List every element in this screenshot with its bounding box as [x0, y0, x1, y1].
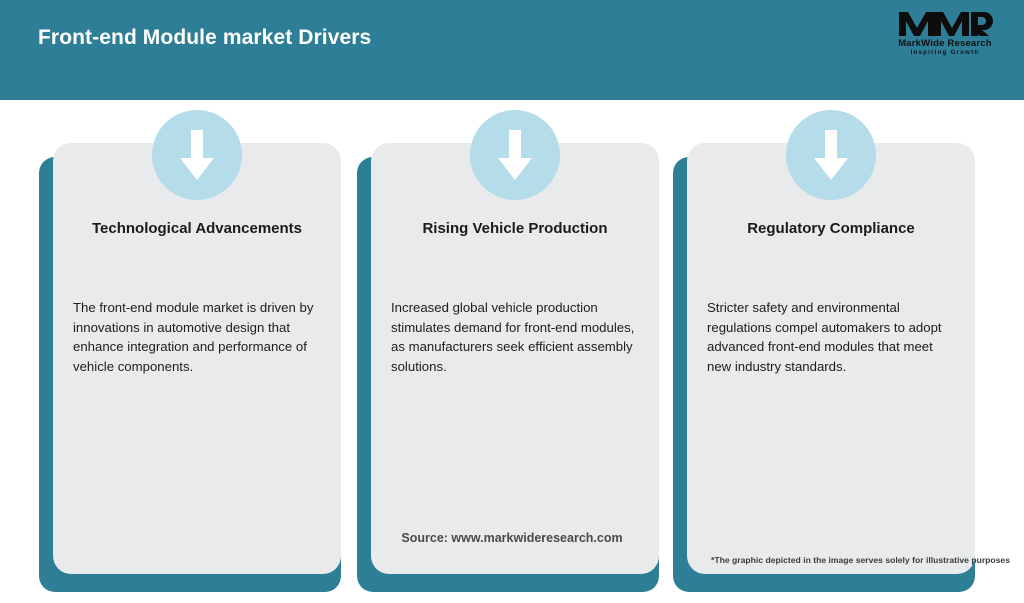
driver-card-1: Technological Advancements The front-end…	[39, 110, 341, 603]
card-face: Regulatory Compliance Stricter safety an…	[687, 143, 975, 574]
header-band: Front-end Module market Drivers MarkWide…	[0, 0, 1024, 100]
card-face: Rising Vehicle Production Increased glob…	[371, 143, 659, 574]
card-title: Regulatory Compliance	[747, 220, 915, 237]
driver-card-3: Regulatory Compliance Stricter safety an…	[673, 110, 975, 603]
card-body-text: Increased global vehicle production stim…	[391, 300, 635, 374]
down-arrow-icon	[152, 110, 242, 200]
brand-logo: MarkWide Research Inspiring Growth	[890, 9, 1000, 63]
card-face: Technological Advancements The front-end…	[53, 143, 341, 574]
card-body-text: Stricter safety and environmental regula…	[707, 300, 942, 374]
driver-card-2: Rising Vehicle Production Increased glob…	[357, 110, 659, 603]
logo-tagline: Inspiring Growth	[910, 50, 980, 56]
disclaimer-label: *The graphic depicted in the image serve…	[711, 555, 1010, 565]
page-title: Front-end Module market Drivers	[38, 26, 372, 49]
card-title: Rising Vehicle Production	[422, 220, 608, 237]
logo-company-name: MarkWide Research	[898, 38, 992, 49]
mwr-logo-icon	[890, 9, 1000, 39]
card-body-text: The front-end module market is driven by…	[73, 300, 314, 374]
down-arrow-icon	[786, 110, 876, 200]
drivers-card-row: Technological Advancements The front-end…	[0, 100, 1024, 592]
down-arrow-icon	[470, 110, 560, 200]
source-label: Source: www.markwideresearch.com	[401, 531, 623, 545]
card-title: Technological Advancements	[91, 220, 303, 237]
